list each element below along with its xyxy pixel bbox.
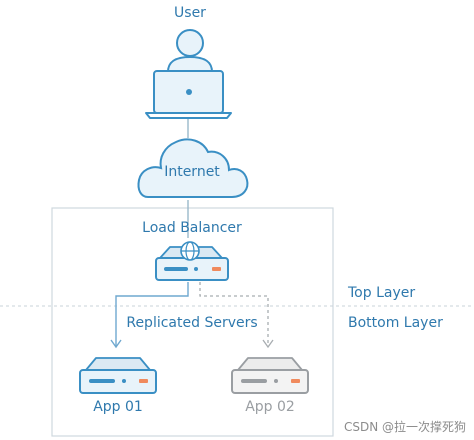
cloud-icon bbox=[137, 138, 249, 198]
internet-label: Internet bbox=[164, 164, 220, 180]
app02-label: App 02 bbox=[245, 399, 295, 415]
connector-balancer-app02 bbox=[199, 282, 269, 346]
top-layer-label: Top Layer bbox=[347, 285, 415, 301]
server-icon-app02 bbox=[231, 357, 309, 394]
bottom-layer-label: Bottom Layer bbox=[348, 315, 443, 331]
load-balancer-label: Load Balancer bbox=[142, 220, 242, 236]
server-icon-app01 bbox=[79, 357, 157, 394]
app01-label: App 01 bbox=[93, 399, 143, 415]
arrowhead-app01 bbox=[110, 339, 122, 349]
watermark: CSDN @拉一次撑死狗 bbox=[344, 419, 466, 434]
globe-icon bbox=[180, 241, 200, 261]
service-frame bbox=[51, 207, 334, 437]
replicated-servers-label: Replicated Servers bbox=[126, 315, 257, 331]
laptop-icon bbox=[145, 70, 232, 119]
arrowhead-app02 bbox=[262, 339, 274, 349]
user-icon bbox=[166, 29, 214, 73]
connector-balancer-app01 bbox=[115, 282, 189, 346]
server-globe-icon bbox=[155, 241, 229, 281]
user-label: User bbox=[174, 5, 206, 21]
